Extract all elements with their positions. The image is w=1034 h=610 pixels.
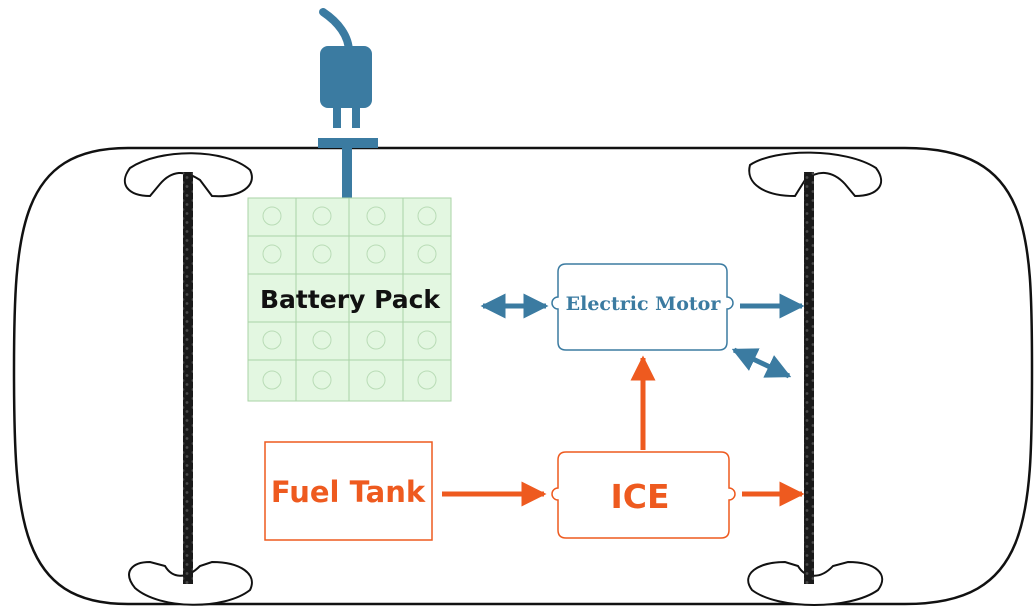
plug-prong-right bbox=[352, 106, 360, 128]
wheel-front-right bbox=[748, 151, 883, 198]
axle-right bbox=[804, 172, 814, 584]
ice-box bbox=[551, 451, 736, 539]
ice-label: ICE bbox=[610, 477, 669, 516]
battery-cell-grid bbox=[248, 198, 451, 401]
battery-pack: Battery Pack bbox=[247, 197, 452, 402]
ice-engine: ICE bbox=[551, 451, 736, 539]
wheel-icon bbox=[747, 560, 884, 606]
axle-left bbox=[183, 172, 193, 584]
wheel-rear-right bbox=[747, 560, 884, 606]
plug-prong-left bbox=[333, 106, 341, 128]
car-body-outline bbox=[12, 146, 1034, 606]
battery-cell-circles bbox=[262, 206, 437, 390]
electric-motor-label: Electric Motor bbox=[566, 293, 722, 315]
wheel-icon bbox=[123, 152, 253, 198]
arrow-motor-regen-bidirectional bbox=[731, 347, 792, 379]
battery-pack-label: Battery Pack bbox=[260, 285, 441, 314]
electric-motor: Electric Motor bbox=[551, 263, 734, 351]
electric-motor-box bbox=[551, 263, 734, 351]
wheel-icon bbox=[748, 151, 883, 198]
fuel-tank: Fuel Tank bbox=[264, 441, 433, 541]
fuel-tank-box bbox=[264, 441, 433, 541]
wheel-front-left bbox=[123, 152, 253, 198]
plug-socket-stem bbox=[342, 148, 352, 198]
plug-socket bbox=[318, 138, 378, 148]
plug-body bbox=[320, 46, 372, 108]
fuel-tank-label: Fuel Tank bbox=[271, 475, 426, 509]
plug-icon bbox=[318, 8, 378, 198]
